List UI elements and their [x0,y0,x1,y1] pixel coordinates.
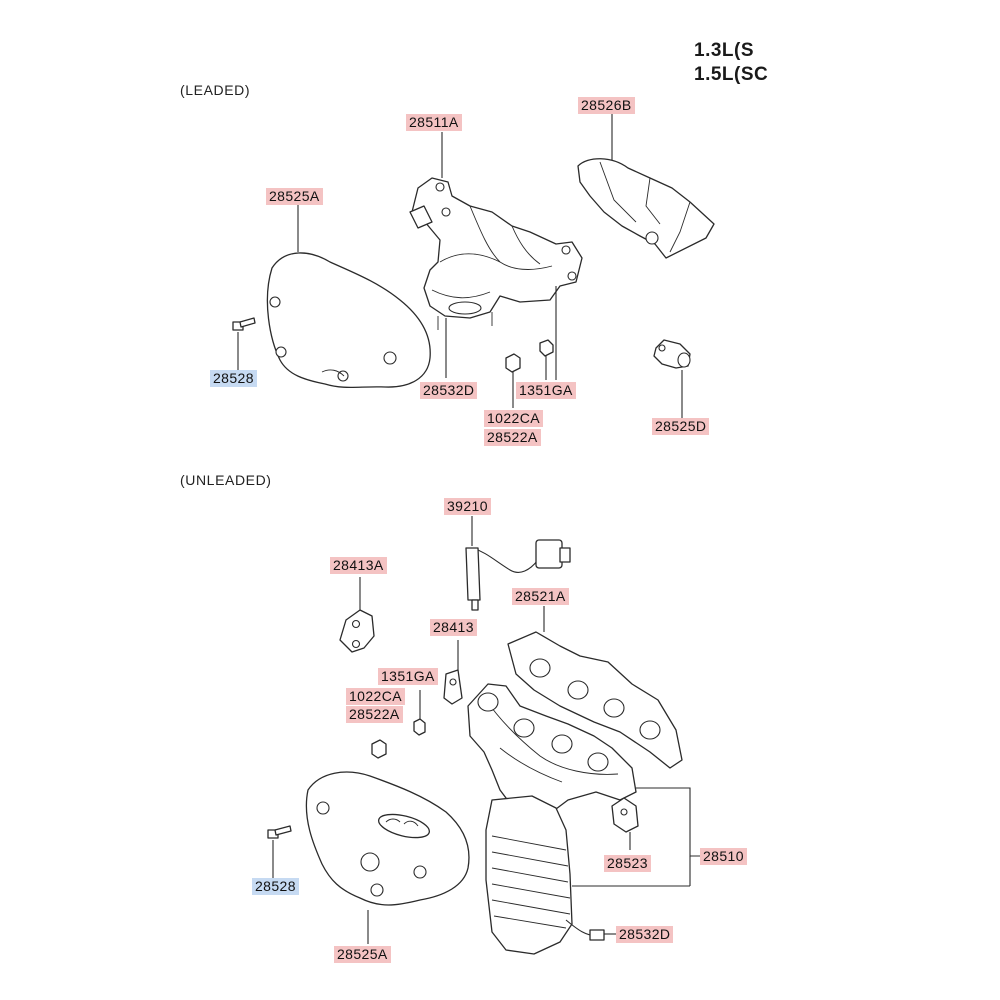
label-28528-unleaded[interactable]: 28528 [252,878,299,895]
label-28525A-unleaded[interactable]: 28525A [334,946,391,963]
section-unleaded: (UNLEADED) [180,472,272,488]
manifold-catalyst-assembly [467,683,637,955]
label-28523[interactable]: 28523 [604,855,651,872]
engine-line-1: 1.3L(S [694,40,755,61]
gasket-leaded [653,339,691,369]
engine-line-2: 1.5L(SC [694,64,769,85]
gasket-28523 [611,797,639,833]
heat-protector-leaded [577,158,715,259]
nut-unleaded [371,718,426,759]
label-1351GA-unleaded[interactable]: 1351GA [378,668,438,685]
label-28525A-leaded[interactable]: 28525A [266,188,323,205]
label-28413[interactable]: 28413 [430,619,477,636]
oxygen-sensor [465,539,571,611]
heat-shield-unleaded [305,771,470,906]
label-28532D-leaded[interactable]: 28532D [420,382,478,399]
bolt-leaded [232,317,256,331]
label-28413A[interactable]: 28413A [330,557,387,574]
label-28522A-leaded[interactable]: 28522A [484,429,541,446]
label-1351GA-leaded[interactable]: 1351GA [516,382,576,399]
bracket-28413A [339,609,375,653]
heat-shield-leaded [266,252,431,389]
stud-nut-leaded [539,339,554,357]
label-28522A-unleaded[interactable]: 28522A [346,706,403,723]
manifold-gasket [507,631,683,769]
label-39210[interactable]: 39210 [444,498,491,515]
label-28532D-unleaded[interactable]: 28532D [616,926,674,943]
label-1022CA-unleaded[interactable]: 1022CA [346,688,405,705]
bracket-28413 [443,669,463,705]
label-28510[interactable]: 28510 [700,848,747,865]
section-leaded: (LEADED) [180,82,251,98]
nut-leaded [505,353,521,373]
exhaust-manifold-leaded [409,177,583,330]
label-28521A[interactable]: 28521A [512,588,569,605]
label-1022CA-leaded[interactable]: 1022CA [484,410,543,427]
label-28525D[interactable]: 28525D [652,418,710,435]
label-28511A[interactable]: 28511A [406,114,462,131]
label-28528-leaded[interactable]: 28528 [210,370,257,387]
label-28526B[interactable]: 28526B [578,97,635,114]
leader-28510 [636,787,700,857]
bolt-unleaded [267,825,292,839]
